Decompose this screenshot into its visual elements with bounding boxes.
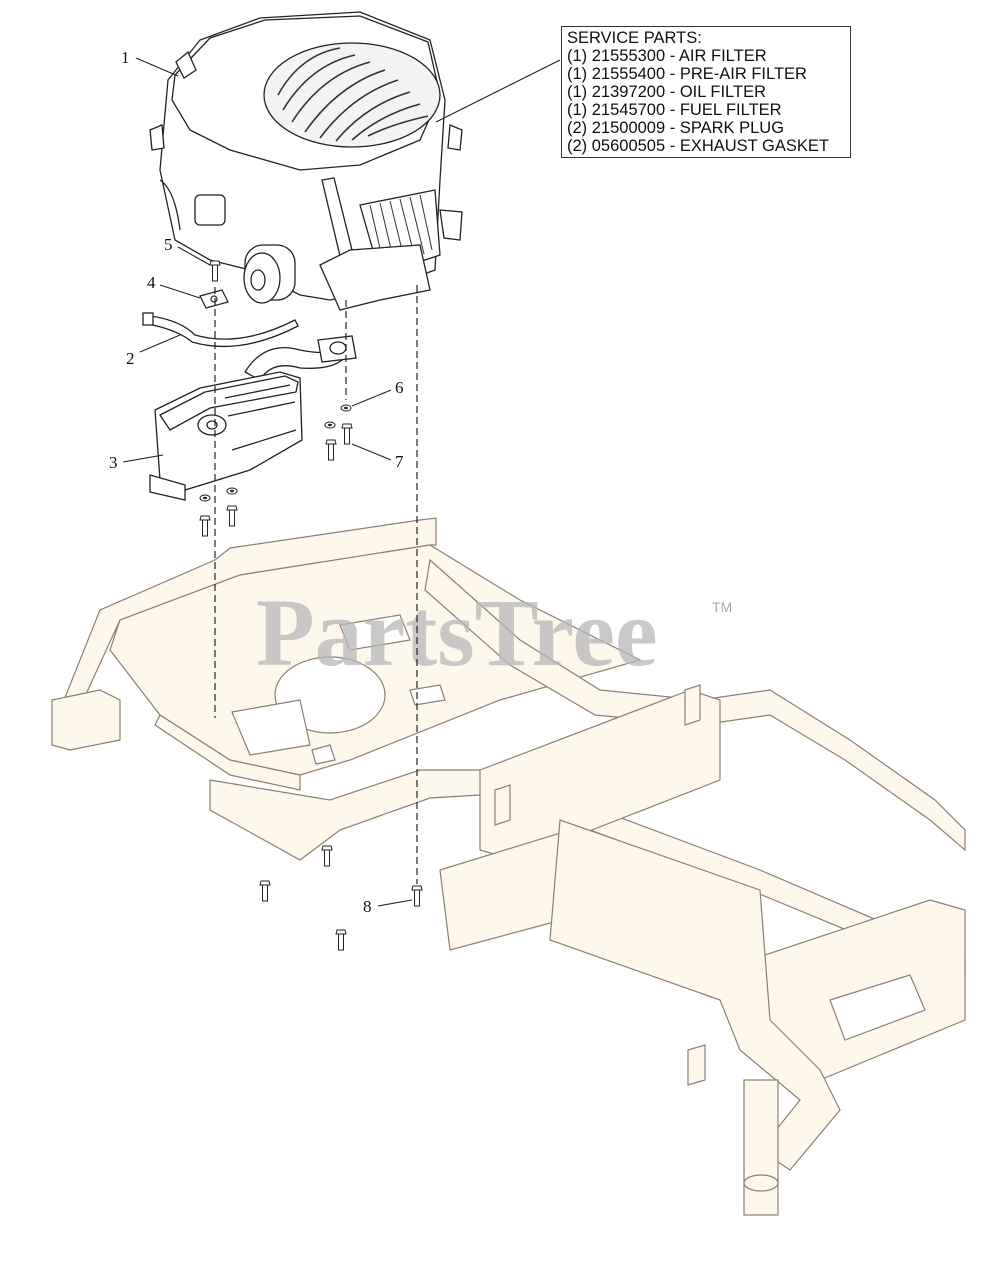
oil-filter: [243, 244, 296, 304]
callout-6: 6: [395, 378, 404, 397]
callout-1: 1: [121, 48, 130, 67]
fuel-line: [142, 312, 299, 348]
service-part-item: (2) 05600505 - EXHAUST GASKET: [567, 137, 829, 155]
muffler: [149, 335, 357, 501]
watermark-text: PartsTree: [256, 579, 658, 686]
callout-7: 7: [395, 452, 404, 471]
bolt-8: [411, 885, 423, 907]
bolt-d: [321, 845, 333, 867]
washer-a: [324, 421, 336, 429]
washer-b: [199, 494, 211, 502]
service-part-item: (1) 21545700 - FUEL FILTER: [567, 101, 782, 119]
service-part-item: (1) 21397200 - OIL FILTER: [567, 83, 767, 101]
service-part-item: (1) 21555300 - AIR FILTER: [567, 47, 767, 65]
callout-5: 5: [164, 235, 173, 254]
callout-8: 8: [363, 897, 372, 916]
service-parts-box: SERVICE PARTS: (1) 21555300 - AIR FILTER…: [561, 26, 851, 158]
washer-c: [226, 487, 238, 495]
bolt-f: [335, 929, 347, 951]
bolt-b: [199, 515, 211, 537]
leader-lines: [122, 57, 561, 907]
callout-3: 3: [109, 453, 118, 472]
service-parts-header: SERVICE PARTS:: [567, 29, 702, 47]
service-part-item: (2) 21500009 - SPARK PLUG: [567, 119, 785, 137]
bolt-e: [259, 880, 271, 902]
service-part-item: (1) 21555400 - PRE-AIR FILTER: [567, 65, 807, 83]
clamp: [199, 289, 229, 309]
assembly-lines: [214, 285, 418, 884]
bolt-a: [325, 439, 337, 461]
mower-frame: [51, 517, 966, 1216]
engine: [149, 11, 463, 311]
bolt-7: [341, 423, 353, 445]
callout-2: 2: [126, 349, 135, 368]
callout-4: 4: [147, 273, 156, 292]
watermark-tm: TM: [712, 599, 732, 615]
washer-6: [340, 404, 352, 412]
bolt-c: [226, 505, 238, 527]
bolt-5: [209, 260, 221, 282]
